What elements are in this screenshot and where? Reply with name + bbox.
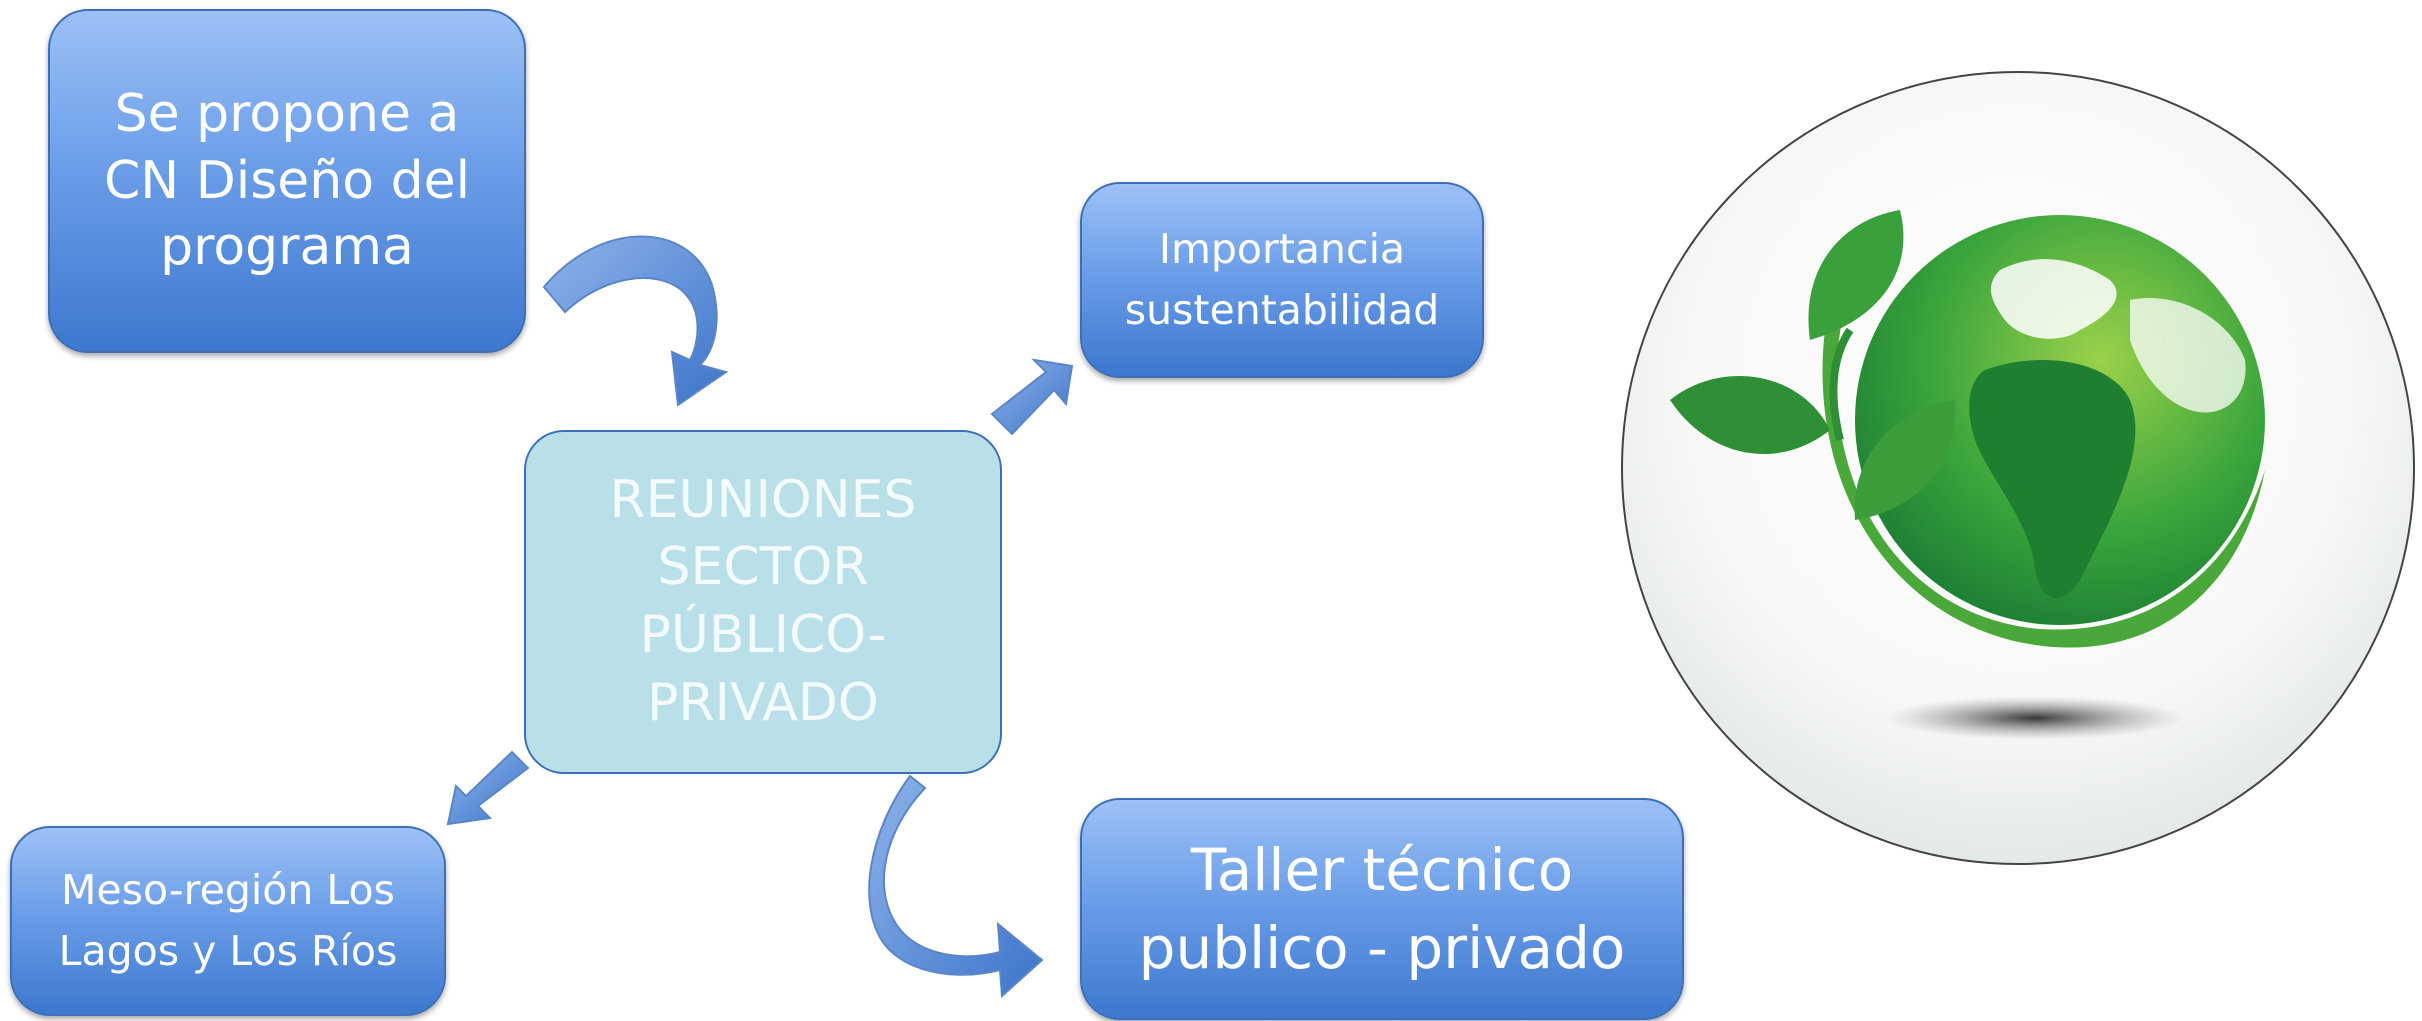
node-importancia: Importancia sustentabilidad xyxy=(1080,182,1484,378)
arrow-reuniones-to-importancia xyxy=(990,358,1074,436)
node-reuniones-label: REUNIONES SECTOR PÚBLICO- PRIVADO xyxy=(609,469,917,733)
arrow-propuesta-to-reuniones xyxy=(542,235,729,407)
node-reuniones: REUNIONES SECTOR PÚBLICO- PRIVADO xyxy=(524,430,1002,774)
node-mesoregion-label: Meso-región Los Lagos y Los Ríos xyxy=(58,865,398,976)
node-taller-label: Taller técnico publico - privado xyxy=(1138,835,1626,982)
node-mesoregion: Meso-región Los Lagos y Los Ríos xyxy=(10,826,446,1016)
node-taller: Taller técnico publico - privado xyxy=(1080,798,1684,1020)
leaf-stem xyxy=(1829,327,1854,441)
leaf-top xyxy=(1808,210,1904,340)
node-importancia-label: Importancia sustentabilidad xyxy=(1124,224,1440,335)
globe-continent-europe xyxy=(1990,259,2117,339)
leaf-left xyxy=(1670,376,1830,454)
arrow-reuniones-to-mesoregion xyxy=(446,750,530,826)
globe-continent-africa xyxy=(1969,360,2136,599)
globe-shadow xyxy=(1885,696,2185,740)
green-leaf-globe-icon xyxy=(1621,71,2415,865)
node-propuesta: Se propone a CN Diseño del programa xyxy=(48,9,526,353)
node-propuesta-label: Se propone a CN Diseño del programa xyxy=(103,84,471,278)
globe-continent-asia xyxy=(2130,298,2246,413)
arrow-reuniones-to-taller xyxy=(868,774,1044,999)
leaf-middle xyxy=(1854,400,1956,520)
